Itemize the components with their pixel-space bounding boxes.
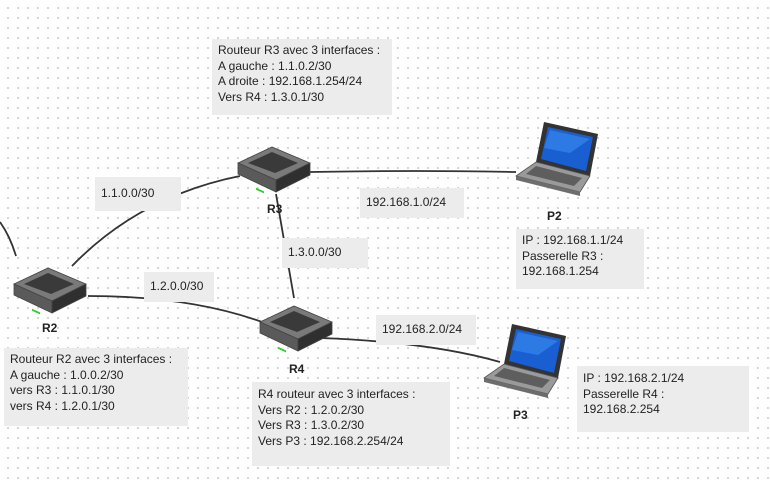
note-line: Passerelle R3 : xyxy=(522,248,604,263)
note-line: Passerelle R4 : xyxy=(583,386,665,401)
node-label-p3: P3 xyxy=(513,408,528,422)
link-r3-p2 xyxy=(309,170,517,173)
node-label-p2: P2 xyxy=(547,209,562,223)
note-line: Vers R3 : 1.3.0.2/30 xyxy=(258,418,365,432)
node-label-r4: R4 xyxy=(289,362,305,376)
link-label-r4-p3: 192.168.2.0/24 xyxy=(376,315,476,345)
link-label-r2-r4: 1.2.0.0/30 xyxy=(144,272,214,302)
note-line: IP : 192.168.2.1/24 xyxy=(583,371,685,385)
link-label-r2-r3: 1.1.0.0/30 xyxy=(95,177,181,211)
link-label-r3-r4: 1.3.0.0/30 xyxy=(282,238,368,268)
note-p2: IP : 192.168.1.1/24 Passerelle R3 : 192.… xyxy=(516,229,644,289)
note-line: Routeur R3 avec 3 interfaces : xyxy=(218,43,381,57)
router-r3-icon[interactable] xyxy=(234,137,314,197)
link-label-r3-p2: 192.168.1.0/24 xyxy=(360,188,464,218)
note-line: A droite : 192.168.1.254/24 xyxy=(218,74,363,88)
note-p3: IP : 192.168.2.1/24 Passerelle R4 : 192.… xyxy=(577,366,749,432)
node-label-r3: R3 xyxy=(267,202,283,216)
note-line: A gauche : 1.1.0.2/30 xyxy=(218,58,332,73)
link-r2-r4 xyxy=(87,295,263,323)
laptop-p2-icon[interactable] xyxy=(510,118,600,200)
note-r3: Routeur R3 avec 3 interfaces : A gauche … xyxy=(212,39,392,115)
link-r4-p3 xyxy=(319,337,501,363)
link-left-r2 xyxy=(0,221,17,257)
router-r4-icon[interactable] xyxy=(256,296,336,356)
note-line: R4 routeur avec 3 interfaces : xyxy=(258,387,416,401)
note-line: 192.168.2.254 xyxy=(583,402,660,416)
note-line: vers R4 : 1.2.0.1/30 xyxy=(10,398,115,413)
note-line: vers R3 : 1.1.0.1/30 xyxy=(10,383,115,397)
note-line: Vers R4 : 1.3.0.1/30 xyxy=(218,89,325,104)
note-r2: Routeur R2 avec 3 interfaces : A gauche … xyxy=(4,348,188,426)
note-line: Vers P3 : 192.168.2.254/24 xyxy=(258,433,404,448)
note-r4: R4 routeur avec 3 interfaces : Vers R2 :… xyxy=(252,382,450,466)
note-line: IP : 192.168.1.1/24 xyxy=(522,233,624,247)
node-label-r2: R2 xyxy=(42,321,58,335)
note-line: Routeur R2 avec 3 interfaces : xyxy=(10,352,173,366)
router-r2-icon[interactable] xyxy=(10,258,90,318)
laptop-p3-icon[interactable] xyxy=(478,320,568,402)
note-line: A gauche : 1.0.0.2/30 xyxy=(10,367,124,382)
note-line: Vers R2 : 1.2.0.2/30 xyxy=(258,402,365,417)
note-line: 192.168.1.254 xyxy=(522,264,599,278)
